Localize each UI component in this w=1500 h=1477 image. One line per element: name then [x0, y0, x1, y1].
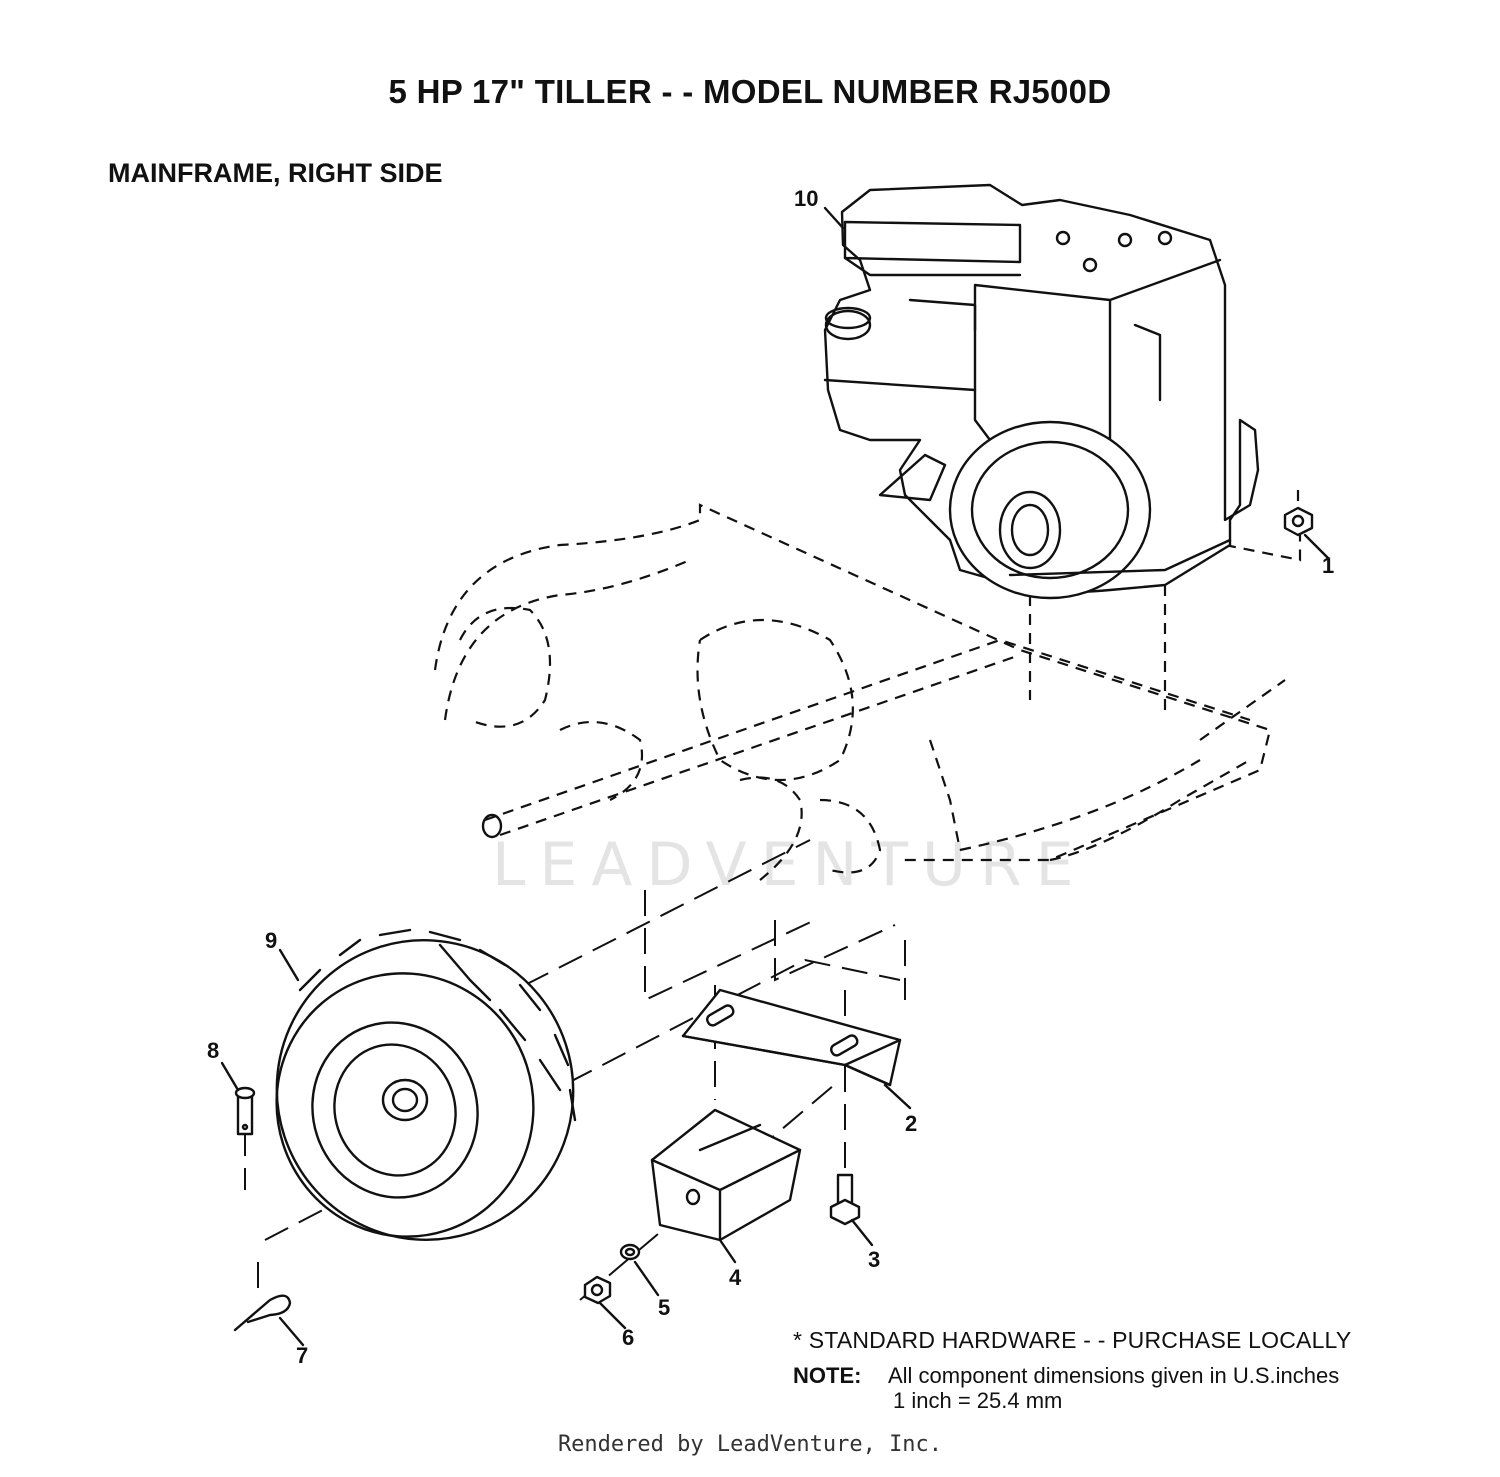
standard-hardware-note: * STANDARD HARDWARE - - PURCHASE LOCALLY — [793, 1327, 1352, 1353]
callout-2: 2 — [905, 1111, 917, 1136]
dimension-note: NOTE: All component dimensions given in U… — [793, 1363, 1339, 1388]
note-text: All component dimensions given in U.S.in… — [888, 1363, 1340, 1388]
mainframe-phantom — [433, 503, 1302, 881]
hairpin-cotter — [233, 1294, 292, 1332]
footer-credit: Rendered by LeadVenture, Inc. — [557, 1432, 943, 1457]
hex-bolt — [829, 1173, 861, 1226]
callout-4: 4 — [729, 1265, 742, 1290]
wheel-and-tire — [275, 928, 577, 1242]
hex-nut — [583, 1275, 612, 1305]
lock-washer — [619, 1243, 641, 1261]
mounting-bracket — [681, 988, 902, 1087]
callout-3: 3 — [868, 1247, 880, 1272]
callout-6: 6 — [622, 1325, 634, 1350]
watermark: LEADVENTURE — [492, 830, 1088, 900]
clevis-pin — [234, 1086, 256, 1136]
page-title: 5 HP 17" TILLER - - MODEL NUMBER RJ500D — [388, 73, 1112, 110]
weight-block — [650, 1108, 802, 1242]
unit-conversion: 1 inch = 25.4 mm — [893, 1388, 1063, 1413]
callout-labels: 1 2 3 4 5 6 7 8 9 10 — [207, 186, 1334, 1368]
note-label: NOTE: — [793, 1363, 862, 1388]
callout-leaders — [220, 206, 1330, 1347]
callout-7: 7 — [296, 1343, 308, 1368]
flange-nut — [1283, 490, 1314, 537]
callout-9: 9 — [265, 928, 277, 953]
callout-1: 1 — [1322, 553, 1334, 578]
callout-10: 10 — [794, 186, 818, 211]
callout-5: 5 — [658, 1295, 670, 1320]
engine — [823, 183, 1260, 600]
section-title: MAINFRAME, RIGHT SIDE — [108, 158, 443, 188]
callout-8: 8 — [207, 1038, 219, 1063]
